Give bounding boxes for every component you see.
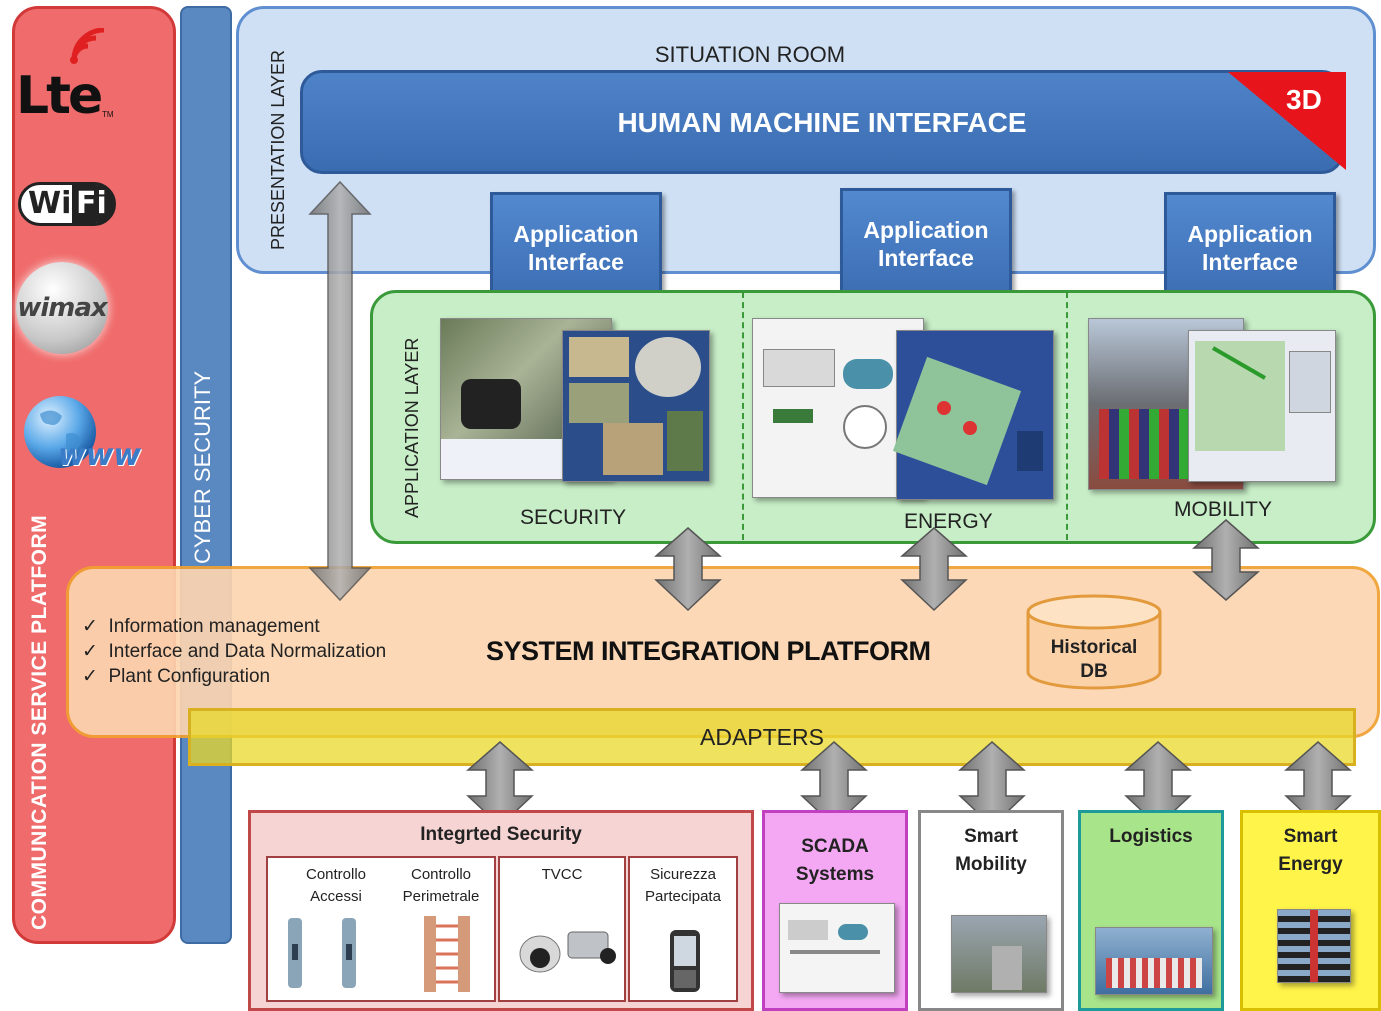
smart-energy-box: Smart Energy — [1240, 810, 1381, 1011]
system-integration-title: SYSTEM INTEGRATION PLATFORM — [486, 636, 931, 666]
communication-service-platform — [12, 6, 176, 944]
item-label-line1: Controllo — [305, 866, 367, 883]
integrated-security-title: Integrted Security — [420, 824, 582, 845]
cctv-camera-icon — [519, 931, 616, 973]
access-gate-icon — [288, 918, 356, 988]
mobility-map-screenshot — [1188, 330, 1336, 482]
security-monitor-screenshot — [562, 330, 710, 482]
check-icon: ✓ — [82, 616, 109, 637]
application-interface-energy: Application Interface — [840, 188, 1012, 300]
access-control-label: Controllo Accessi — [276, 864, 396, 908]
check-icon: ✓ — [82, 666, 109, 687]
feature-item: ✓ Interface and Data Normalization — [82, 639, 386, 664]
badge-3d-triangle — [1228, 72, 1346, 170]
hmi-label: HUMAN MACHINE INTERFACE — [617, 107, 1027, 138]
scada-screenshot — [779, 903, 895, 993]
perimeter-control-label: Controllo Perimetrale — [386, 864, 496, 908]
wimax-logo-icon: wimax — [16, 262, 108, 354]
feature-item: ✓ Plant Configuration — [82, 664, 386, 689]
smart-energy-title: Smart Energy — [1243, 823, 1378, 879]
cyber-security-bar — [180, 6, 232, 944]
access-perimeter-box: Controllo Accessi Controllo Perimetrale — [266, 856, 496, 1002]
feature-item-label: Interface and Data Normalization — [108, 641, 387, 662]
db-label-line1: Historical — [1050, 637, 1138, 658]
item-label-line2: Accessi — [310, 888, 362, 905]
port-logistics-image — [1095, 927, 1213, 995]
feature-item-label: Information management — [108, 616, 320, 637]
wifi-logo-icon: Wi Fi — [18, 176, 116, 232]
lte-tm-mark: TM — [102, 110, 114, 119]
feature-item-label: Plant Configuration — [108, 666, 271, 687]
logistics-box: Logistics — [1078, 810, 1224, 1011]
wifi-text-fi: Fi — [76, 186, 107, 221]
wimax-logo-text: wimax — [17, 293, 107, 323]
presentation-layer-label: PRESENTATION LAYER — [268, 49, 288, 250]
participated-security-box: Sicurezza Partecipata — [628, 856, 738, 1002]
section-divider — [1066, 292, 1068, 540]
globe-www-logo-icon: www — [22, 394, 141, 482]
tvcc-label: TVCC — [541, 866, 583, 883]
energy-scada-screenshot — [752, 318, 924, 498]
situation-room-label: SITUATION ROOM — [654, 42, 846, 67]
mobile-phone-icon — [670, 930, 700, 992]
smart-mobility-title-line1: Smart — [964, 826, 1018, 847]
lte-logo-text: Lte — [16, 66, 103, 126]
smart-energy-title-line2: Energy — [1278, 854, 1343, 875]
participated-security-label: Sicurezza Partecipata — [630, 864, 736, 908]
smart-mobility-title-line2: Mobility — [955, 854, 1027, 875]
feature-item: ✓ Information management — [82, 614, 386, 639]
database-icon — [1026, 594, 1162, 690]
tvcc-box: TVCC — [498, 856, 626, 1002]
perimeter-barrier-icon — [424, 916, 470, 992]
energy-map-screenshot — [892, 330, 1054, 500]
scada-systems-box: SCADA Systems — [762, 810, 908, 1011]
wifi-text-wi: Wi — [28, 186, 72, 221]
db-label-line2: DB — [1080, 661, 1108, 682]
application-layer-label: APPLICATION LAYER — [402, 337, 422, 518]
www-logo-text: www — [58, 438, 142, 473]
smart-mobility-box: Smart Mobility — [918, 810, 1064, 1011]
feature-list: ✓ Information management ✓ Interface and… — [82, 614, 386, 689]
smart-mobility-title: Smart Mobility — [921, 823, 1061, 879]
item-label-line2: Partecipata — [645, 888, 721, 905]
app-interface-line1: Application — [1187, 221, 1313, 247]
section-label-mobility: MOBILITY — [1174, 498, 1273, 521]
application-interface-mobility: Application Interface — [1164, 192, 1336, 304]
app-interface-line1: Application — [863, 217, 989, 243]
historical-db-label: Historical DB — [1026, 636, 1162, 684]
app-interface-line1: Application — [513, 221, 639, 247]
app-interface-line2: Interface — [528, 249, 624, 275]
adapters-label: ADAPTERS — [700, 724, 824, 750]
section-label-energy: ENERGY — [904, 510, 993, 533]
app-interface-line2: Interface — [1202, 249, 1298, 275]
section-label-security: SECURITY — [520, 506, 627, 529]
scada-title-line1: SCADA — [801, 836, 869, 857]
lte-logo-icon: Lte TM — [16, 28, 116, 128]
power-line-insulator-image — [1277, 909, 1351, 983]
item-label-line1: Sicurezza — [650, 866, 716, 883]
smart-energy-title-line1: Smart — [1283, 826, 1338, 847]
traffic-camera-image — [951, 915, 1047, 993]
section-divider — [742, 292, 744, 540]
logistics-title: Logistics — [1109, 826, 1193, 847]
check-icon: ✓ — [82, 641, 109, 662]
item-label-line2: Perimetrale — [402, 888, 480, 905]
scada-title-line2: Systems — [795, 864, 875, 885]
item-label-line1: Controllo — [410, 866, 472, 883]
communication-platform-label: COMMUNICATION SERVICE PLATFORM — [28, 514, 51, 930]
cyber-security-label: CYBER SECURITY — [190, 370, 215, 564]
human-machine-interface-box: HUMAN MACHINE INTERFACE — [300, 70, 1344, 174]
app-interface-line2: Interface — [878, 245, 974, 271]
application-interface-security: Application Interface — [490, 192, 662, 304]
badge-3d-label: 3D — [1286, 84, 1322, 115]
scada-title: SCADA Systems — [765, 833, 905, 889]
